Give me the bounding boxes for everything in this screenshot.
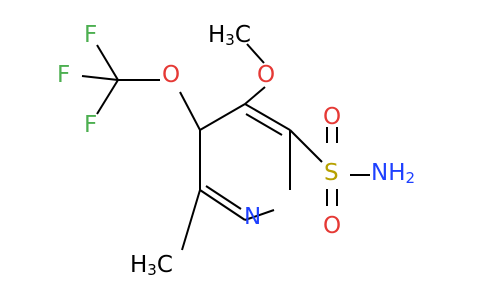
ring-methyl-label: H3C — [130, 252, 173, 279]
methoxy-methyl-h: H — [208, 22, 225, 48]
sulfonyl-oxygen-top: O — [323, 104, 341, 130]
ring-bond-c4-c3 — [199, 103, 246, 131]
sulfonamide-amine-label: NH2 — [371, 160, 415, 187]
ring-methyl-h: H — [130, 252, 147, 278]
methoxy-methyl-subscript: 3 — [225, 31, 235, 49]
ring-bond-c3-c2-inner — [245, 113, 283, 136]
fluorine-atom-bottom: F — [84, 112, 97, 138]
fluorine-atom-top: F — [84, 22, 97, 48]
bond-cf3-f-bottom — [96, 79, 119, 115]
bond-c2-s — [289, 129, 323, 163]
bond-c4-o — [179, 91, 201, 131]
methoxy-methyl-label: H3C — [208, 22, 251, 49]
ring-nitrogen: N — [244, 204, 261, 230]
ring-bond-c6-c5-inner — [205, 185, 242, 210]
bond-c6-methyl — [181, 189, 201, 251]
bond-o-methyl — [246, 43, 265, 64]
trifluoromethoxy-oxygen: O — [162, 62, 180, 88]
sulfonyl-oxygen-bottom: O — [323, 213, 341, 239]
amine-nh: NH — [371, 160, 406, 186]
ring-methyl-subscript: 3 — [147, 261, 157, 279]
ring-bond-c6-c5 — [199, 189, 246, 221]
amine-subscript: 2 — [406, 169, 416, 187]
ring-bond-n1-c6 — [244, 209, 275, 221]
bond-c3-o-methoxy — [244, 86, 266, 105]
ring-methyl-c: C — [157, 252, 173, 278]
fluorine-atom-left: F — [57, 62, 70, 88]
methoxy-oxygen: O — [257, 62, 275, 88]
bond-cf3-f-top — [96, 44, 119, 81]
sulfur-atom: S — [324, 160, 339, 186]
methoxy-methyl-c: C — [235, 22, 251, 48]
ring-bond-c3-c2 — [244, 103, 291, 131]
bond-cf3-f-left — [81, 75, 119, 81]
